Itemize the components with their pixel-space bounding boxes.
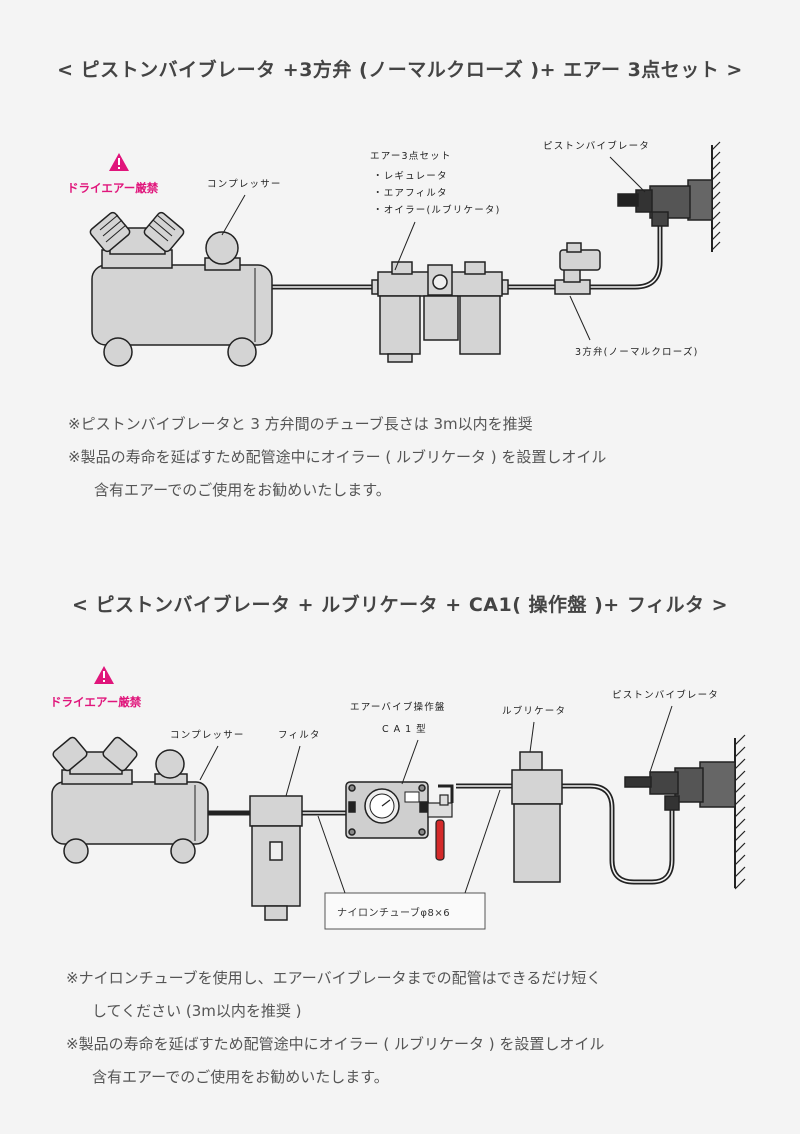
piston-vibrator-1 [617, 179, 713, 227]
section1-note-3: 含有エアーでのご使用をお勧めいたします。 [94, 481, 391, 499]
label-air-set: エアー3点セット [370, 151, 452, 162]
ball-valve [427, 784, 454, 861]
three-way-valve [554, 242, 601, 295]
label-air-set-item2: ・エアフィルタ [373, 188, 448, 199]
section1-note-2: ※製品の寿命を延ばすため配管途中にオイラー ( ルブリケータ ) を設置しオイル [68, 448, 607, 466]
section2-note-4: 含有エアーでのご使用をお勧めいたします。 [92, 1068, 389, 1086]
lubricator-unit [511, 751, 563, 883]
air-set-unit [371, 261, 509, 363]
label-panel-model: CA1型 [382, 724, 431, 735]
section1-diagram: ドライエアー厳禁 コンプレッサー エアー3点セット ・レギュレータ ・エアフィル… [67, 140, 721, 367]
label-vibrator-2: ピストンバイブレータ [612, 689, 719, 701]
warning-text-2: ドライエアー厳禁 [50, 695, 142, 709]
warning-icon-2 [94, 666, 114, 684]
compressor-2 [51, 736, 209, 864]
section1-note-1: ※ピストンバイブレータと 3 方弁間のチューブ長さは 3m以内を推奨 [68, 415, 533, 433]
section2-diagram: ドライエアー厳禁 コンプレッサー フィルタ エアーバイブ操作盤 CA1型 ルブリ… [50, 666, 746, 930]
label-valve: 3方弁(ノーマルクローズ) [575, 346, 699, 358]
label-compressor-2: コンプレッサー [170, 730, 245, 741]
ca1-panel [345, 781, 429, 839]
label-tube: ナイロンチューブφ8×6 [337, 906, 450, 919]
label-filter: フィルタ [278, 730, 321, 741]
section2-notes: ※ナイロンチューブを使用し、エアーバイブレータまでの配管はできるだけ短く してく… [66, 962, 604, 1094]
label-vibrator-1: ピストンバイブレータ [543, 140, 650, 152]
tube-label-box [324, 892, 486, 930]
section1-title: < ピストンバイブレータ +3方弁 (ノーマルクローズ )+ エアー 3点セット… [57, 59, 743, 81]
wall-2 [734, 734, 746, 890]
section1-notes: ※ピストンバイブレータと 3 方弁間のチューブ長さは 3m以内を推奨 ※製品の寿… [68, 408, 606, 507]
warning-text-1: ドライエアー厳禁 [67, 181, 159, 195]
warning-icon [109, 153, 129, 171]
section2-note-1: ※ナイロンチューブを使用し、エアーバイブレータまでの配管はできるだけ短く [66, 969, 602, 987]
label-compressor-1: コンプレッサー [207, 179, 282, 190]
wall-1 [711, 141, 721, 252]
section2-note-3: ※製品の寿命を延ばすため配管途中にオイラー ( ルブリケータ ) を設置しオイル [66, 1035, 605, 1053]
label-panel-title: エアーバイブ操作盤 [350, 701, 446, 713]
section2-note-2: してください (3m以内を推奨 ) [92, 1002, 302, 1020]
compressor-1 [89, 211, 273, 367]
piston-vibrator-2 [624, 761, 736, 811]
label-air-set-item3: ・オイラー(ルブリケータ) [373, 204, 501, 216]
filter-unit [249, 795, 303, 921]
section2-title: < ピストンバイブレータ + ルブリケータ + CA1( 操作盤 )+ フィルタ… [72, 594, 728, 616]
label-air-set-item1: ・レギュレータ [373, 171, 448, 182]
label-lubricator: ルブリケータ [502, 705, 566, 717]
